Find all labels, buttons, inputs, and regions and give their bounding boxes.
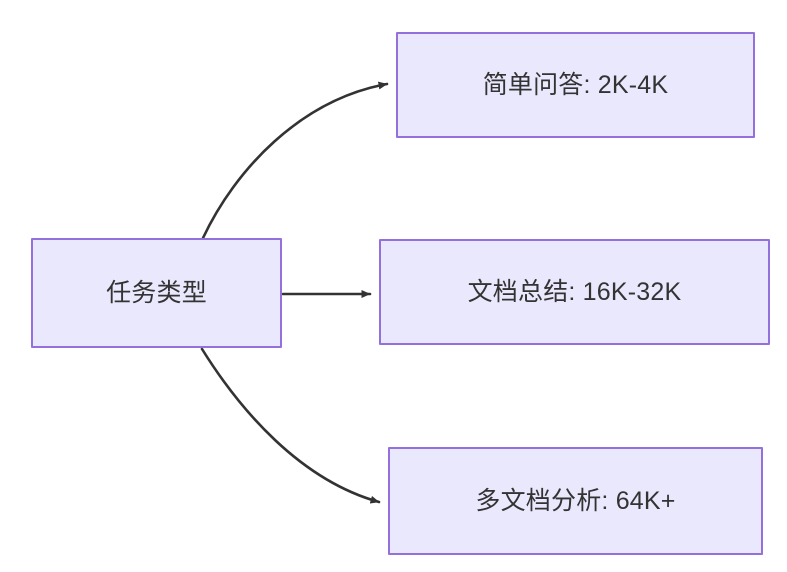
node-doc-summary[interactable]: 文档总结: 16K-32K <box>379 239 770 345</box>
node-multi-doc-label: 多文档分析: 64K+ <box>475 487 676 515</box>
edge-to-multi-doc <box>200 347 381 504</box>
edge-to-simple-qa <box>201 81 389 240</box>
node-task-type-label: 任务类型 <box>106 279 207 307</box>
node-simple-qa-label: 简单问答: 2K-4K <box>482 71 669 99</box>
node-multi-doc[interactable]: 多文档分析: 64K+ <box>388 447 763 555</box>
node-doc-summary-label: 文档总结: 16K-32K <box>467 278 682 306</box>
node-simple-qa[interactable]: 简单问答: 2K-4K <box>396 32 755 138</box>
node-task-type[interactable]: 任务类型 <box>31 238 282 348</box>
